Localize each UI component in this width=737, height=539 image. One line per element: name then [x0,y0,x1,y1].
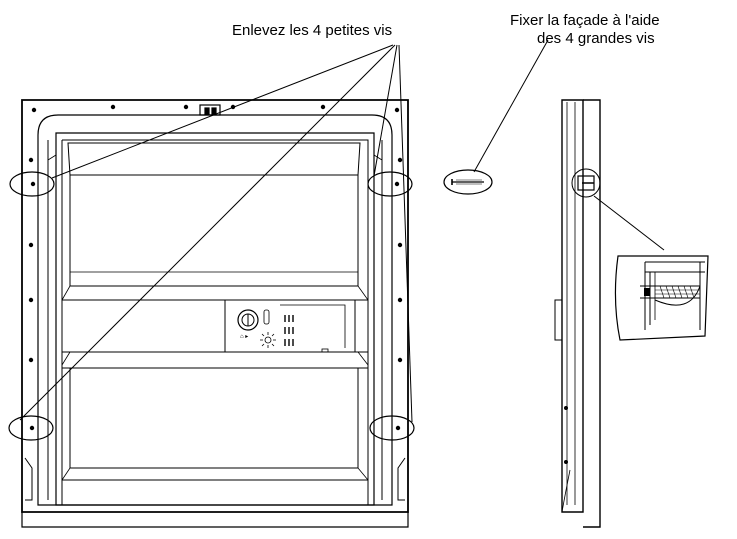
large-screw-marker [443,39,549,195]
screw-icon [369,415,415,441]
screw-icon [367,171,413,197]
door-side-view [554,99,665,528]
remove-screws-label: Enlevez les 4 petites vis [232,22,393,39]
small-screw-markers [8,171,415,441]
screw-detail-zoom [614,255,709,341]
door-panel-front: ⌂ ▸ [21,99,409,528]
knob-icon [237,309,259,331]
screw-icon [9,171,55,197]
svg-text:⌂ ▸: ⌂ ▸ [240,334,248,340]
fix-facade-label-line2: des 4 grandes vis [537,30,655,47]
control-panel: ⌂ ▸ [224,300,356,353]
screw-icon [8,415,54,441]
screw-icon [451,179,484,185]
sun-icon [260,332,276,348]
leader-lines-small-screws [19,44,413,423]
frame-screws [28,104,403,363]
fix-facade-label-line1: Fixer la façade à l'aide [510,12,660,29]
